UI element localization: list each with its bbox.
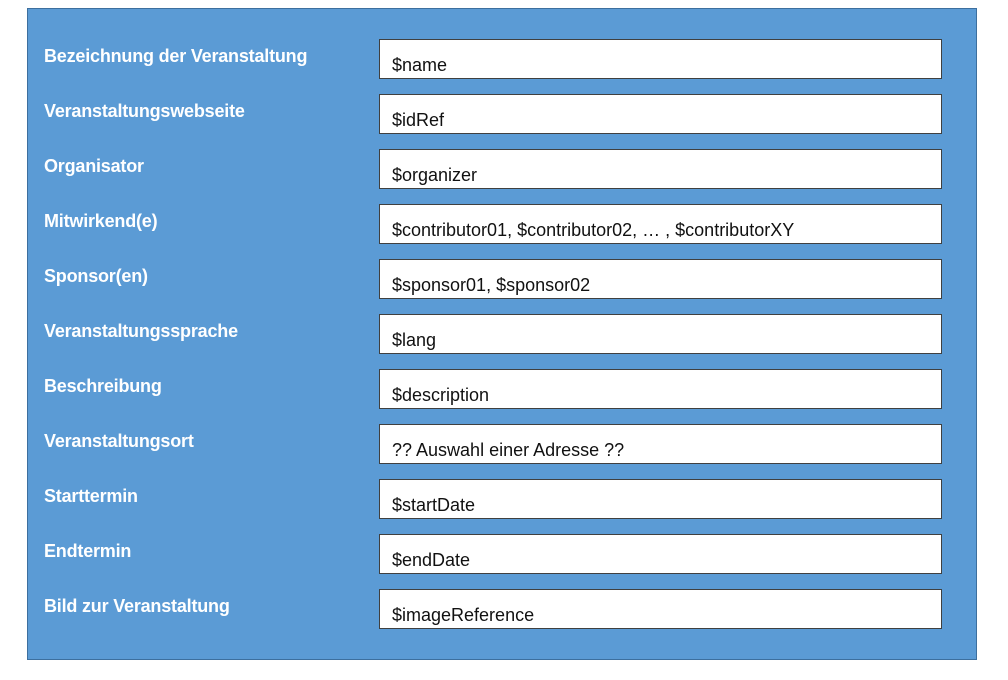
form-row-sponsors: Sponsor(en) [28,259,976,299]
organizer-label: Organisator [44,156,144,176]
image-reference-field[interactable] [379,589,942,629]
start-date-field[interactable] [379,479,942,519]
image-label: Bild zur Veranstaltung [44,596,230,616]
form-row-name: Bezeichnung der Veranstaltung [28,39,976,79]
sponsors-field[interactable] [379,259,942,299]
form-row-image: Bild zur Veranstaltung [28,589,976,629]
sponsors-label: Sponsor(en) [44,266,148,286]
contributors-field[interactable] [379,204,942,244]
form-row-language: Veranstaltungssprache [28,314,976,354]
end-date-field[interactable] [379,534,942,574]
name-field[interactable] [379,39,942,79]
language-label: Veranstaltungssprache [44,321,238,341]
form-row-location: Veranstaltungsort [28,424,976,464]
location-label: Veranstaltungsort [44,431,194,451]
form-row-description: Beschreibung [28,369,976,409]
form-row-contributors: Mitwirkend(e) [28,204,976,244]
name-label: Bezeichnung der Veranstaltung [44,46,308,66]
website-label: Veranstaltungswebseite [44,101,245,121]
event-form-panel: Bezeichnung der Veranstaltung Veranstalt… [27,8,977,660]
form-row-website: Veranstaltungswebseite [28,94,976,134]
organizer-field[interactable] [379,149,942,189]
form-row-end-date: Endtermin [28,534,976,574]
form-row-start-date: Starttermin [28,479,976,519]
website-field[interactable] [379,94,942,134]
contributors-label: Mitwirkend(e) [44,211,158,231]
start-date-label: Starttermin [44,486,138,506]
language-field[interactable] [379,314,942,354]
description-field[interactable] [379,369,942,409]
form-row-organizer: Organisator [28,149,976,189]
end-date-label: Endtermin [44,541,132,561]
location-field[interactable] [379,424,942,464]
description-label: Beschreibung [44,376,162,396]
